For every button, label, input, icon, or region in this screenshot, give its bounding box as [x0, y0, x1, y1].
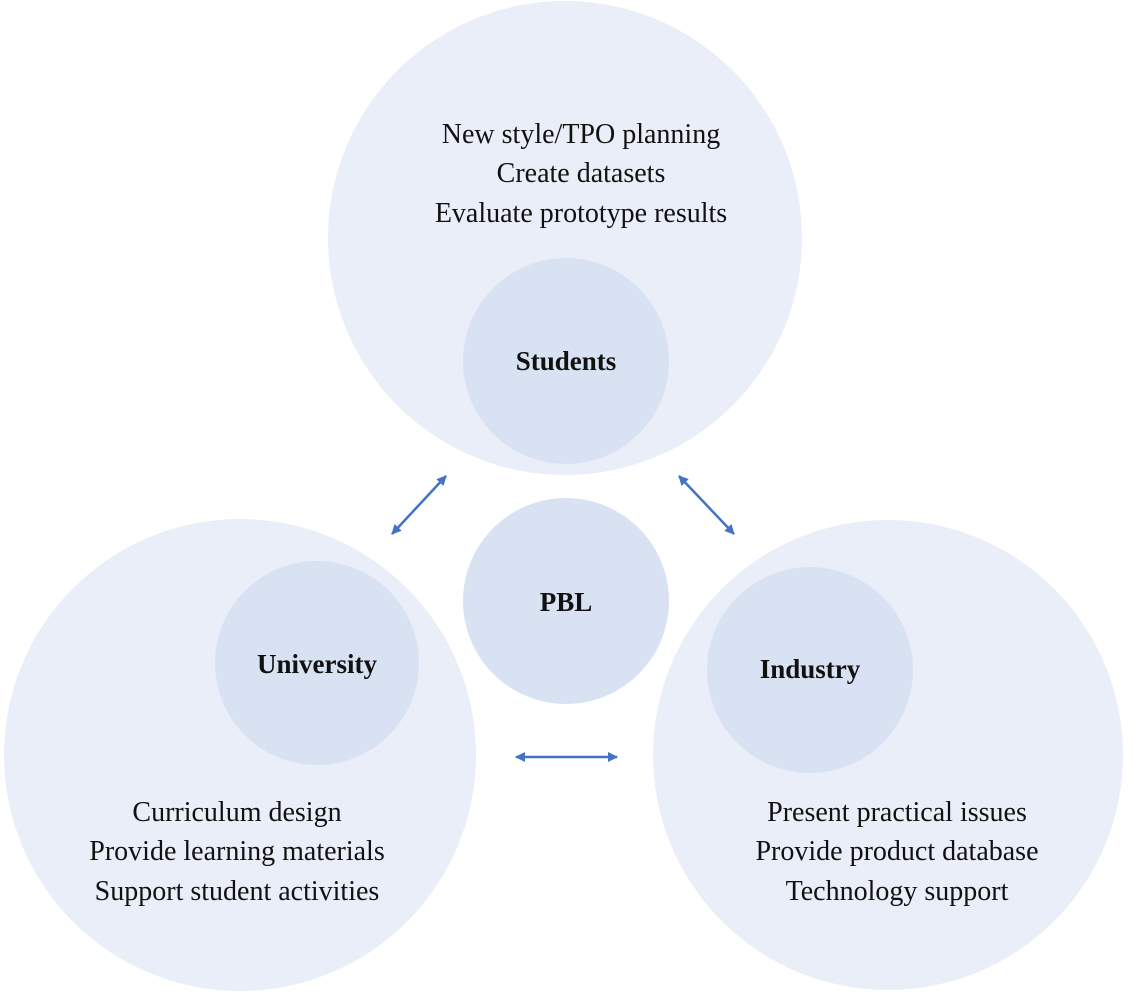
- university-item-3: Support student activities: [95, 876, 380, 907]
- university-outer-circle: [4, 519, 476, 991]
- arrow-students-industry: [678, 475, 735, 535]
- industry-item-2: Provide product database: [755, 836, 1038, 867]
- students-item-3: Evaluate prototype results: [435, 198, 727, 229]
- industry-outer-circle: [653, 520, 1123, 990]
- industry-item-1: Present practical issues: [767, 797, 1027, 828]
- students-inner-circle: [463, 258, 669, 464]
- university-item-2: Provide learning materials: [89, 836, 384, 867]
- students-label: Students: [516, 346, 617, 376]
- students-item-1: New style/TPO planning: [442, 119, 720, 150]
- university-item-1: Curriculum design: [132, 797, 341, 828]
- arrow-students-university: [391, 475, 447, 535]
- industry-label: Industry: [760, 654, 861, 684]
- students-outer-circle: [328, 1, 802, 475]
- pbl-center-label: PBL: [540, 587, 593, 617]
- university-label: University: [257, 649, 377, 679]
- university-inner-circle: [215, 561, 419, 765]
- students-item-2: Create datasets: [497, 158, 666, 189]
- industry-item-3: Technology support: [786, 876, 1009, 907]
- pbl-center-circle: [463, 498, 669, 704]
- industry-inner-circle: [707, 567, 913, 773]
